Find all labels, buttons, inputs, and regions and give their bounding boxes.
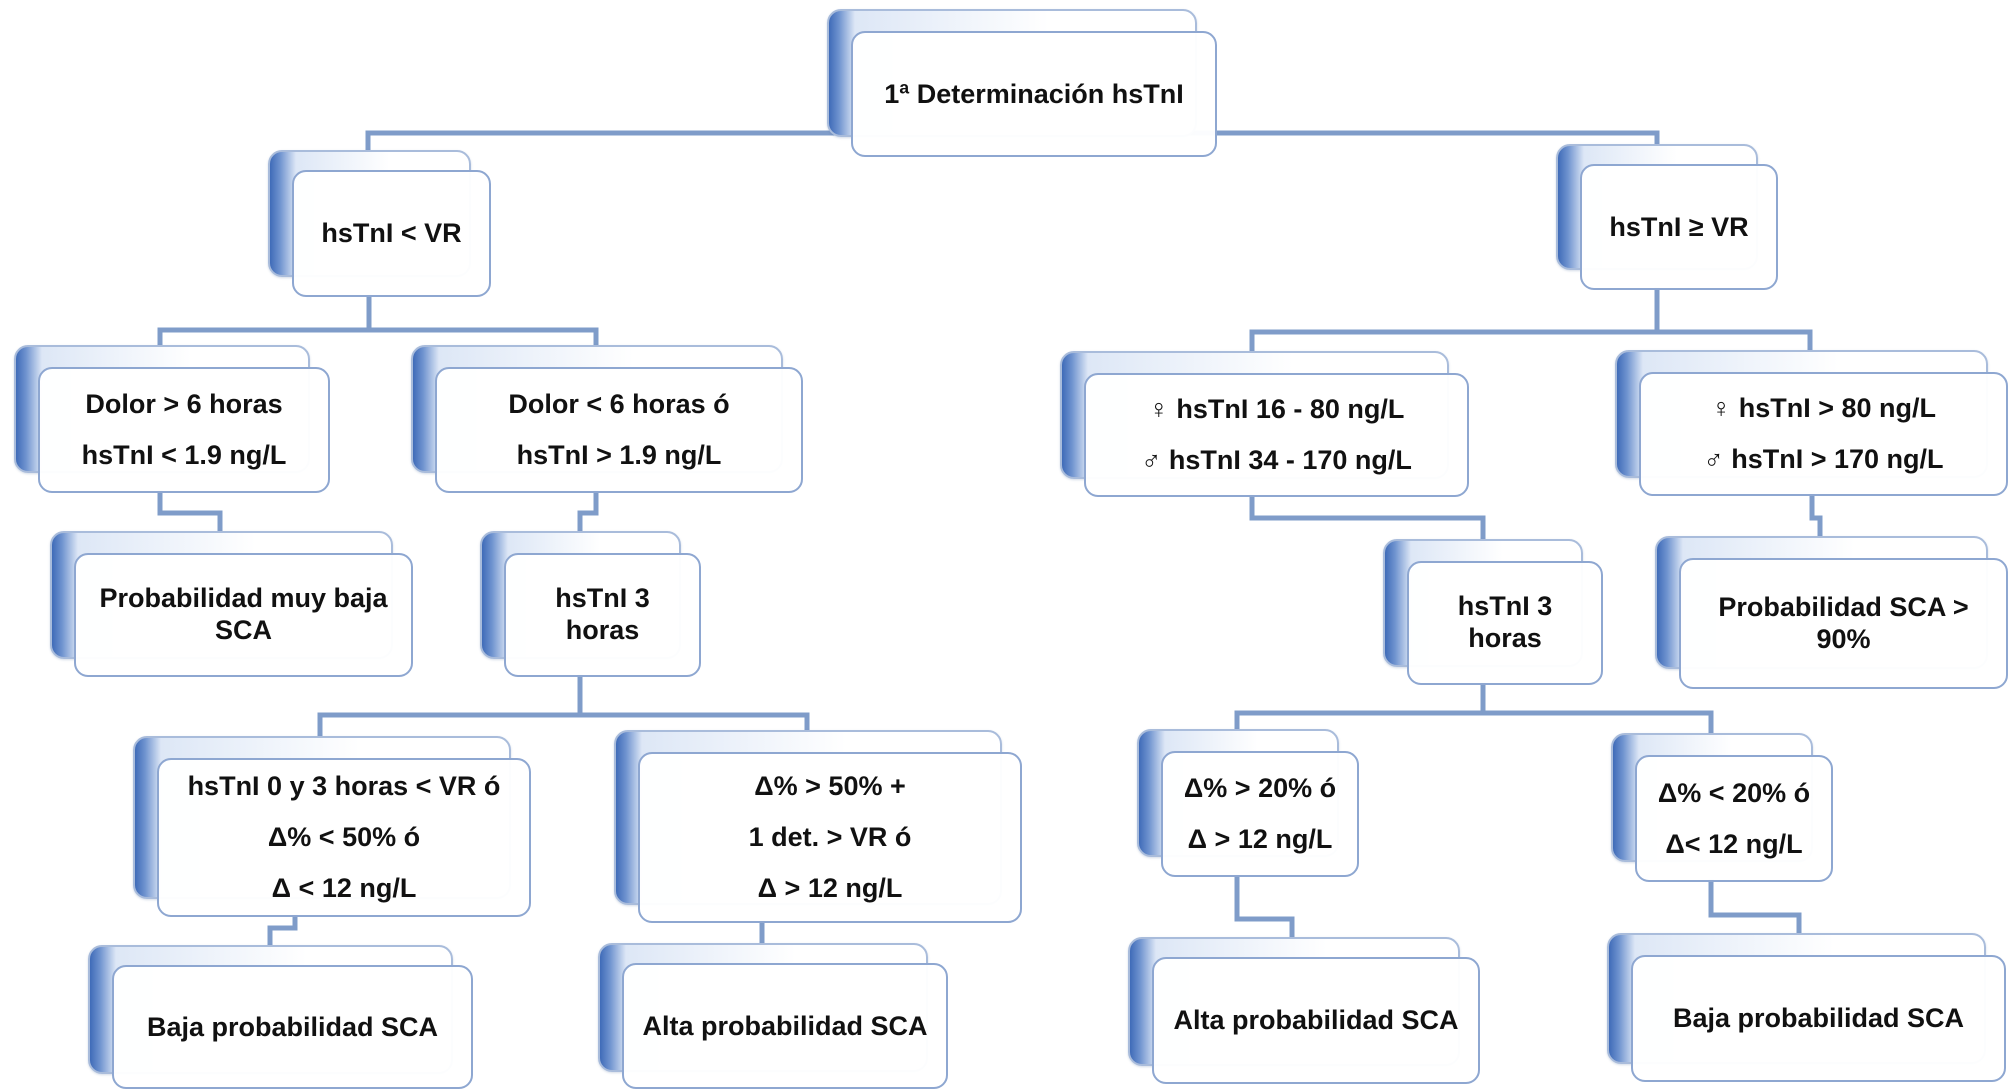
node-left-pain-under-6h-line2: hsTnI > 1.9 ng/L — [516, 440, 722, 470]
node-right-low-result-label: Baja probabilidad SCA — [1672, 1003, 1965, 1033]
node-right-high-change-line2: Δ > 12 ng/L — [1187, 824, 1333, 854]
node-left-very-low-prob: Probabilidad muy baja SCA — [50, 531, 413, 677]
node-right-above-vr: hsTnI ≥ VR — [1556, 144, 1778, 290]
node-left-low-result: Baja probabilidad SCA — [88, 945, 473, 1089]
node-left-3h-label: hsTnI 3 horas — [555, 583, 650, 645]
node-right-high-male: ♂ hsTnI > 170 ng/L — [1703, 444, 1944, 474]
node-left-very-low-prob-label: Probabilidad muy baja SCA — [99, 583, 388, 645]
node-root: 1ª Determinación hsTnI — [827, 9, 1217, 157]
node-left-high-result-label: Alta probabilidad SCA — [642, 1010, 928, 1041]
node-root-label: 1ª Determinación hsTnI — [884, 78, 1184, 109]
node-right-over-90-label: Probabilidad SCA > 90% — [1718, 591, 1969, 654]
node-left-high-change-line1: Δ% > 50% + — [754, 771, 906, 801]
node-left-3h: hsTnI 3 horas — [480, 531, 701, 677]
node-right-low-result: Baja probabilidad SCA — [1607, 933, 2006, 1082]
node-left-low-change-line2: Δ% < 50% ó — [267, 822, 421, 852]
node-right-3h-label: hsTnI 3 horas — [1457, 591, 1553, 653]
node-right-high-result-label: Alta probabilidad SCA — [1173, 1005, 1459, 1035]
node-left-high-change-line3: Δ > 12 ng/L — [757, 873, 903, 903]
node-right-range-male: ♂ hsTnI 34 - 170 ng/L — [1141, 445, 1412, 475]
node-right-high-change: Δ% > 20% ó Δ > 12 ng/L — [1137, 729, 1359, 877]
node-right-high-change-line1: Δ% > 20% ó — [1183, 773, 1337, 803]
node-left-low-result-label: Baja probabilidad SCA — [146, 1011, 439, 1042]
node-left-high-change-line2: 1 det. > VR ó — [748, 822, 912, 852]
node-right-above-vr-label: hsTnI ≥ VR — [1609, 211, 1749, 242]
node-right-range: ♀ hsTnI 16 - 80 ng/L ♂ hsTnI 34 - 170 ng… — [1060, 351, 1469, 497]
node-left-low-change-line3: Δ < 12 ng/L — [271, 873, 417, 903]
node-left-pain-over-6h: Dolor > 6 horas hsTnI < 1.9 ng/L — [14, 345, 330, 493]
node-right-low-change-line2: Δ< 12 ng/L — [1665, 828, 1803, 859]
node-right-high: ♀ hsTnI > 80 ng/L ♂ hsTnI > 170 ng/L — [1615, 350, 2008, 496]
node-right-over-90: Probabilidad SCA > 90% — [1655, 536, 2008, 689]
node-right-high-result: Alta probabilidad SCA — [1128, 937, 1480, 1084]
node-left-low-change: hsTnI 0 y 3 horas < VR ó Δ% < 50% ó Δ < … — [133, 736, 531, 917]
node-right-low-change-line1: Δ% < 20% ó — [1657, 777, 1811, 808]
node-right-range-female: ♀ hsTnI 16 - 80 ng/L — [1148, 394, 1405, 424]
node-left-below-vr: hsTnI < VR — [268, 150, 491, 297]
node-left-low-change-line1: hsTnI 0 y 3 horas < VR ó — [187, 771, 501, 801]
node-left-pain-over-6h-line2: hsTnI < 1.9 ng/L — [81, 440, 287, 470]
node-right-3h: hsTnI 3 horas — [1383, 539, 1603, 685]
node-left-pain-over-6h-line1: Dolor > 6 horas — [85, 389, 283, 419]
node-right-low-change: Δ% < 20% ó Δ< 12 ng/L — [1611, 733, 1833, 882]
node-left-below-vr-label: hsTnI < VR — [321, 218, 462, 248]
node-left-pain-under-6h: Dolor < 6 horas ó hsTnI > 1.9 ng/L — [411, 345, 803, 493]
node-left-pain-under-6h-line1: Dolor < 6 horas ó — [508, 389, 730, 419]
node-left-high-change: Δ% > 50% + 1 det. > VR ó Δ > 12 ng/L — [614, 730, 1022, 923]
node-left-high-result: Alta probabilidad SCA — [598, 943, 948, 1089]
node-right-high-female: ♀ hsTnI > 80 ng/L — [1710, 393, 1937, 423]
